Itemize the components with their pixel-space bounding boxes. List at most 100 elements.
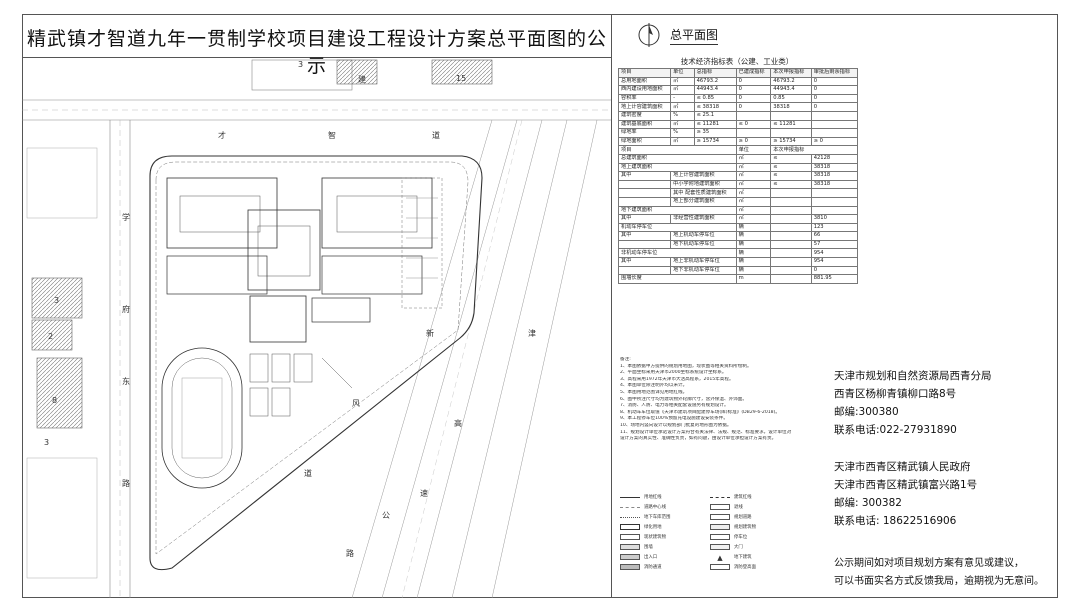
contact-address: 西青区杨柳青镇柳口路8号 [834,388,957,400]
table-cell [810,119,859,130]
map-label-b3b: 3 [44,438,50,447]
table-cell: 地下建筑面积 [618,205,737,216]
legend-item: 用地红线 [620,494,662,500]
notice-line-2: 可以书面实名方式反馈我局，逾期视为无意间。 [834,576,1044,587]
table-cell: ㎡ [670,136,695,147]
legend-item: ▲地下建筑 [717,554,752,562]
drawing-frame [22,14,1058,598]
notes-heading: 备注: [620,357,631,362]
table-cell: 围墙长度 [618,274,737,284]
table-cell: 0 [735,76,772,87]
map-label-lu2: 路 [346,549,354,558]
table-cell: ≤ [770,171,812,181]
table-cell: ≤ [770,162,812,173]
contact-zip: 邮编: 300382 [834,497,902,509]
table-cell: 中小学附地建筑面积 [670,179,737,190]
table-header-cell: 本次申报指标 [770,68,812,78]
public-notice: 公示期间如对项目规划方案有意见或建议， 可以书面实名方式反馈我局，逾期视为无意间… [834,555,1044,591]
table-cell: 辆 [735,257,772,267]
table-cell: % [670,110,695,121]
table-cell: ㎡ [735,179,772,190]
table-header-row: 项目 单位 总指标 已建成指标 本次申报指标 审批后剩余指标 [617,68,859,78]
legend-item: 停车位 [710,534,747,540]
legend-item: 退线 [710,504,743,510]
neighbor-building-2 [31,319,73,351]
table-cell: ㎡ [735,188,772,198]
legend: 用地红线 建筑红线 道路中心线 退线 地下车库范围 规划道路 绿化用地 规划建筑… [620,494,790,594]
school-building-center [247,209,321,291]
table-cell: 0 [810,93,859,104]
table-cell: 建筑基底面积 [617,119,672,130]
map-label-dong: 东 [122,377,130,386]
plan-subtitle: 总平面图 [670,26,719,45]
table-cell [770,196,812,207]
table-cell: 0 [810,265,859,276]
table-cell: 辆 [735,239,772,250]
table-cell: 地上计容建筑面积 [670,171,737,181]
table-cell: 44943.4 [770,85,812,95]
table-cell: ≤ 0.85 [693,93,737,104]
note-line: 2、平面坐标采用天津市2000坐标系统设计坐标系。 [620,370,727,376]
table-header-cell: 已建成指标 [735,68,772,78]
table-cell: ㎡ [735,196,772,207]
table-cell: ≤ 11281 [693,119,737,130]
table-cell: 地下非机动车停车位 [670,265,737,276]
table-cell [770,265,812,276]
table-cell: 非经营性建筑面积 [670,214,737,224]
table-cell [770,205,812,216]
legend-item: 道路中心线 [620,504,666,510]
map-label-lu: 路 [122,479,130,488]
table-header-cell: 总指标 [693,68,737,78]
map-label-dao: 道 [432,131,440,140]
note-line: 7、消防、人防、电力等相关配套设施另有规划设计。 [620,403,729,409]
contact-phone: 联系电话: 18622516906 [834,515,957,527]
table-cell: 38318 [770,102,812,112]
note-line: 4、本图单位除注明外均以米计。 [620,383,688,389]
table-cell [770,214,812,224]
table-cell: 地上机动车停车位 [670,231,737,241]
map-label-b8: 8 [52,396,58,405]
indicator-table-title: 技术经济指标表（公建、工业类） [680,57,794,66]
contact-address: 天津市西青区精武镇富兴路1号 [834,479,978,491]
table-cell: 地下机动车停车位 [670,239,737,250]
table-cell: 非机动车停车位 [618,248,737,259]
notes-section: 备注: 1、本图依据甲方提供的规划用地图，现状图等相关资料所绘制。 2、平面坐标… [620,357,795,443]
map-label-b2: 2 [48,332,54,341]
running-track [161,347,243,489]
table-cell [810,128,859,138]
table-cell [770,110,812,121]
school-building-west [166,177,278,249]
map-label-gong: 公 [382,511,390,520]
parking-area [401,177,443,309]
neighbor-building-3 [31,277,83,319]
contact-org: 天津市西青区精武镇人民政府 [834,461,971,473]
table-row: 建筑密度%≤ 25.1 [617,110,859,121]
table-cell: 辆 [735,222,772,233]
gymnasium [249,295,307,343]
contact-org: 天津市规划和自然资源局西青分局 [834,370,992,382]
table-cell [770,239,812,250]
map-label-gao: 高 [454,419,462,428]
school-building-east [321,177,433,249]
table-row: 绿地率%≥ 35 [617,128,859,138]
table-cell: 绿地面积 [617,136,672,147]
table-cell [770,274,812,284]
note-line: 11、规划设计单位承诺设计方案符合有关法律、法规、规范、标准要求，设计单位对 [620,429,792,435]
table-cell [770,257,812,267]
map-label-15: 15 [456,74,467,83]
table-cell [770,248,812,259]
table-cell: 0 [810,102,859,112]
table-header-cell: 单位 [670,68,695,78]
legend-item: 地下车库范围 [620,514,670,520]
map-label-fu: 府 [122,305,130,314]
